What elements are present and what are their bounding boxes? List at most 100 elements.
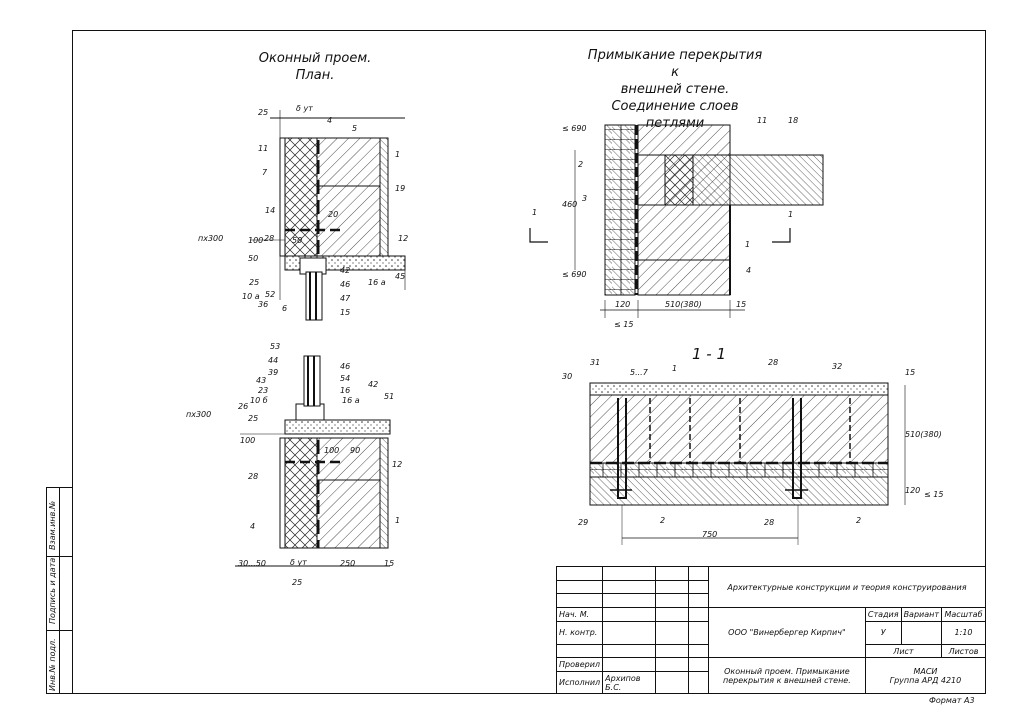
plan-label-4: 4: [327, 116, 333, 125]
stamp-discipline: Архитектурные конструкции и теория конст…: [707, 565, 987, 609]
plan2-label-1: 1: [395, 516, 401, 525]
section-label-1: 1: [672, 364, 678, 373]
junction-dim-le15: ≤ 15: [614, 320, 634, 329]
plan2-label-51: 51: [384, 392, 395, 401]
plan2-label-16a: 16 а: [342, 396, 360, 405]
section-dim-15: 15: [905, 368, 916, 377]
plan2-label-23: 23: [258, 386, 269, 395]
stamp-org-name: МАСИ: [913, 666, 938, 676]
plan2-label-42: 42: [368, 380, 379, 389]
section-label-31: 31: [590, 358, 601, 367]
junction-section-mark-left: 1: [532, 208, 538, 217]
section-label-32: 32: [832, 362, 843, 371]
drawing-frame: [72, 30, 986, 694]
stamp-nach: Нач. М.: [555, 607, 604, 622]
plan-label-px300: пх300: [198, 234, 224, 243]
junction-title: Примыкание перекрытия к внешней стене. С…: [585, 47, 765, 132]
plan-dim-dut: δ ут: [296, 104, 313, 113]
plan2-label-39: 39: [268, 368, 279, 377]
side-stamp: Взам.инв.№ Подпись и дата Инв.№ подл.: [46, 487, 72, 694]
stamp-sheet-header: Лист: [864, 643, 943, 659]
junction-section-mark-right: 1: [788, 210, 794, 219]
plan-label-20: 20: [328, 210, 339, 219]
plan2-dim-25: 25: [248, 414, 259, 423]
plan-label-42: 42: [340, 266, 351, 275]
junction-dim-460: 460: [562, 200, 578, 209]
stamp-scale-header: Масштаб: [941, 607, 986, 622]
plan2-label-44: 44: [268, 356, 279, 365]
plan-label-10a: 10 а: [242, 292, 260, 301]
plan-label-47: 47: [340, 294, 351, 303]
plan-label-15: 15: [340, 308, 351, 317]
plan-label-16a: 16 а: [368, 278, 386, 287]
junction-title-line1: Примыкание перекрытия к: [587, 48, 763, 80]
section-dim-120: 120: [905, 486, 921, 495]
side-stamp-signature: Подпись и дата: [48, 557, 57, 624]
plan-title-line2: План.: [295, 68, 335, 83]
section-1-1: [589, 382, 906, 545]
plan-label-14: 14: [265, 206, 276, 215]
plan2-dim-250: 250: [340, 559, 356, 568]
section-label-2b: 2: [856, 516, 862, 525]
junction-label-11: 11: [757, 116, 768, 125]
section-label-29: 29: [578, 518, 589, 527]
stamp-group: Группа АРД 4210: [889, 675, 962, 685]
plan2-label-54: 54: [340, 374, 351, 383]
plan2-dim-30-50: 30...50: [238, 559, 266, 568]
stamp-stage-value: У: [864, 620, 902, 645]
plan-label-7: 7: [262, 168, 268, 177]
junction-label-3: 3: [582, 194, 588, 203]
stamp-sheets-header: Листов: [941, 643, 986, 659]
stamp-stage-header: Стадия: [864, 607, 902, 622]
plan2-label-px300: пх300: [186, 410, 212, 419]
plan2-dim-25b: 25: [292, 578, 303, 587]
plan-label-46: 46: [340, 280, 351, 289]
plan2-label-16: 16: [340, 386, 351, 395]
plan-label-50: 50: [292, 236, 303, 245]
junction-label-1: 1: [745, 240, 751, 249]
junction-label-2: 2: [578, 160, 584, 169]
plan-label-19: 19: [395, 184, 406, 193]
stamp-scale-value: 1:10: [941, 620, 986, 645]
section-label-28b: 28: [764, 518, 775, 527]
junction-title-line2: внешней стене.: [620, 82, 730, 97]
plan-label-52: 52: [265, 290, 276, 299]
section-dim-510: 510(380): [905, 430, 942, 439]
plan2-label-10b: 10 б: [250, 396, 268, 405]
section-label-28: 28: [768, 358, 779, 367]
plan2-label-43: 43: [256, 376, 267, 385]
window-plan-bottom: [235, 355, 391, 567]
section-dim-5-7: 5...7: [630, 368, 648, 377]
plan-label-6: 6: [282, 304, 288, 313]
junction-dim-690b: ≤ 690: [562, 270, 587, 279]
format-label: Формат А3: [929, 696, 975, 705]
floor-junction: [529, 124, 824, 318]
plan-label-1: 1: [395, 150, 401, 159]
junction-label-18: 18: [788, 116, 799, 125]
plan-dim-25: 25: [258, 108, 269, 117]
junction-dim-510: 510(380): [665, 300, 702, 309]
plan2-label-12: 12: [392, 460, 403, 469]
plan2-label-46: 46: [340, 362, 351, 371]
plan2-label-28: 28: [248, 472, 259, 481]
plan-dim-45: 45: [395, 272, 406, 281]
plan2-dim-100a: 100: [240, 436, 256, 445]
junction-dim-15: 15: [736, 300, 747, 309]
section-dim-750: 750: [702, 530, 718, 539]
plan-dim-25b: 25: [249, 278, 260, 287]
side-stamp-replaced: Взам.инв.№: [48, 500, 57, 550]
stamp-variant-header: Вариант: [900, 607, 943, 622]
section-title: 1 - 1: [692, 345, 727, 363]
stamp-nkontr: Н. контр.: [555, 620, 604, 645]
section-dim-le15: ≤ 15: [924, 490, 944, 499]
plan2-dim-100: 100: [324, 446, 340, 455]
plan-label-36: 36: [258, 300, 269, 309]
junction-title-line3: Соединение слоев петлями: [611, 99, 739, 131]
side-stamp-inventory: Инв.№ подл.: [48, 638, 57, 691]
stamp-variant-value: [900, 620, 943, 645]
plan2-label-4: 4: [250, 522, 256, 531]
plan-dim-50: 50: [248, 254, 259, 263]
stamp-drawing-title: Оконный проем. Примыкание перекрытия к в…: [707, 657, 866, 694]
